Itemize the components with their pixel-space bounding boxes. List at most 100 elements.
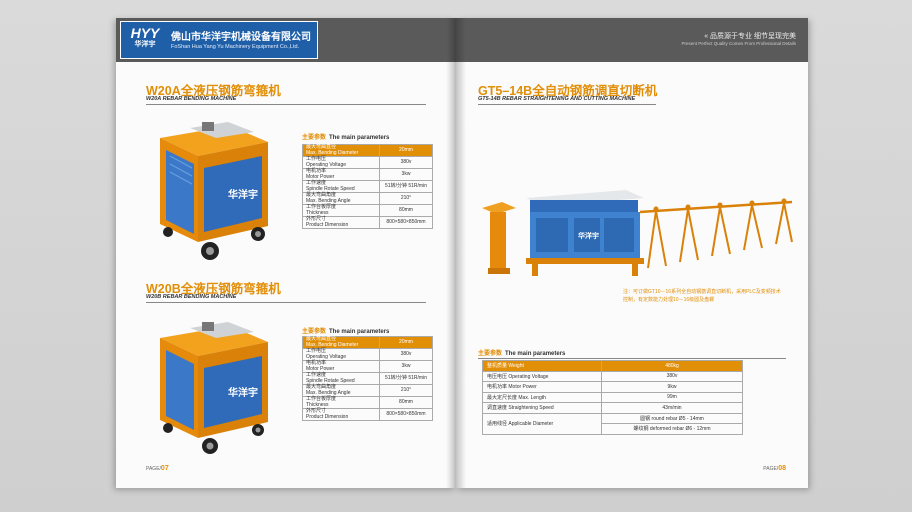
param-value: 380v <box>379 348 433 361</box>
param-label-cn: 外形尺寸 <box>306 216 327 222</box>
page-number: PAGE/08 <box>763 465 786 472</box>
straightening-machine-image: 华洋宇 <box>476 168 796 288</box>
param-label-en: Max. Bending Diameter <box>306 341 359 348</box>
params-heading-en: The main parameters <box>329 329 390 335</box>
param-value: 80mm <box>379 204 433 217</box>
param-label: 整机质量 Weight <box>482 360 602 372</box>
company-logo-box: HYY 华洋宇 佛山市华洋宇机械设备有限公司 FoShan Hua Yang Y… <box>120 21 318 59</box>
param-label: 适用线径 Applicable Diameter <box>482 412 602 435</box>
param-value: 3kw <box>379 168 433 181</box>
section-rule <box>478 358 786 359</box>
slogan: « 品质源于专业 细节呈现完美 Present Perfect Quality … <box>681 32 796 47</box>
param-label-cn: 外形尺寸 <box>306 408 327 414</box>
param-label: 调直速度 Straightening Speed <box>482 402 602 414</box>
param-value: 20mm <box>379 144 433 157</box>
product-note: 注：可订做GT10－16系列全自动钢筋调直切断机，采用PLC及变频技术控制，有定… <box>623 289 781 303</box>
param-label-en: Max. Bending Diameter <box>306 149 359 156</box>
params-heading-cn: 主要参数 <box>302 329 327 335</box>
slogan-en: Present Perfect Quality Comes From Profe… <box>681 41 796 46</box>
param-value: 210° <box>379 192 433 205</box>
product-subtitle: GT5-14B REBAR STRAIGHTENING AND CUTTING … <box>478 96 636 102</box>
page-number-value: 08 <box>778 465 786 472</box>
param-label: 电机功率 Motor Power <box>482 381 602 393</box>
table-row: 螺纹钢 deformed rebar Ø6 - 12mm <box>483 423 743 435</box>
param-label: 电压电压 Operating Voltage <box>482 370 602 382</box>
param-label-cn: 电机功率 <box>306 168 327 174</box>
param-label-en: Thickness <box>306 209 329 216</box>
brand-logo: HYY 华洋宇 <box>125 26 165 54</box>
param-label-en: Spindle Rotate Speed <box>306 185 355 192</box>
product-title: GT5–14B全自动钢筋调直切断机 <box>478 84 658 98</box>
param-label-cn: 最大弯曲角度 <box>306 192 337 198</box>
page-label: PAGE/ <box>763 466 779 472</box>
param-label-en: Motor Power <box>306 173 335 180</box>
param-label-en: Motor Power <box>306 365 335 372</box>
param-label-cn: 工作台板厚度 <box>306 204 337 210</box>
param-value: 20mm <box>379 336 433 349</box>
param-value: 9kw <box>601 381 743 393</box>
param-label-cn: 工作速度 <box>306 372 327 378</box>
slogan-cn: « 品质源于专业 细节呈现完美 <box>704 33 796 40</box>
param-value: 80mm <box>379 396 433 409</box>
page-number-value: 07 <box>160 465 169 472</box>
header-bar: HYY 华洋宇 佛山市华洋宇机械设备有限公司 FoShan Hua Yang Y… <box>116 18 456 62</box>
params-heading-en: The main parameters <box>329 135 390 141</box>
params-heading-cn: 主要参数 <box>478 351 503 357</box>
param-label-cn: 工作电压 <box>306 156 327 162</box>
svg-text:华洋宇: 华洋宇 <box>578 231 599 240</box>
param-label-en: Product Dimension <box>306 413 349 420</box>
brand-logo-text: HYY <box>130 25 160 41</box>
param-value: 480kg <box>601 360 743 372</box>
param-value: 43m/min <box>601 402 743 414</box>
param-label-en: Operating Voltage <box>306 353 347 360</box>
param-label-cn: 最大弯曲直径 <box>306 336 337 342</box>
params-heading-en: The main parameters <box>505 351 566 357</box>
right-page: « 品质源于专业 细节呈现完美 Present Perfect Quality … <box>456 18 808 488</box>
param-label-en: Product Dimension <box>306 221 349 228</box>
param-value: 51转/分钟 51R/min <box>379 180 433 193</box>
bending-machine-image: 华洋宇 <box>150 116 280 266</box>
title-rule <box>478 104 656 105</box>
param-value: 380v <box>379 156 433 169</box>
param-value: 圆钢 round rebar Ø5 - 14mm <box>601 412 743 424</box>
header-bar: « 品质源于专业 细节呈现完美 Present Perfect Quality … <box>456 18 808 62</box>
param-value: 螺纹钢 deformed rebar Ø6 - 12mm <box>601 423 743 435</box>
params-heading-cn: 主要参数 <box>302 135 327 141</box>
product-title: W20B全液压钢筋弯箍机 <box>146 282 281 296</box>
param-value: 800×580×850mm <box>379 216 433 229</box>
svg-text:华洋宇: 华洋宇 <box>228 188 258 201</box>
title-rule <box>146 104 426 105</box>
svg-text:华洋宇: 华洋宇 <box>228 386 258 399</box>
param-label-en: Operating Voltage <box>306 161 347 168</box>
product-subtitle: W20B REBAR BENDING MACHINE <box>146 294 237 300</box>
param-label-en: Spindle Rotate Speed <box>306 377 355 384</box>
param-label-cn: 电机功率 <box>306 360 327 366</box>
param-label-cn: 工作台板厚度 <box>306 396 337 402</box>
page-number: PAGE/07 <box>146 465 169 472</box>
left-page: HYY 华洋宇 佛山市华洋宇机械设备有限公司 FoShan Hua Yang Y… <box>116 18 456 488</box>
company-name-en: FoShan Hua Yang Yu Machinery Equipment C… <box>171 44 300 50</box>
product-title: W20A全液压钢筋弯箍机 <box>146 84 281 98</box>
